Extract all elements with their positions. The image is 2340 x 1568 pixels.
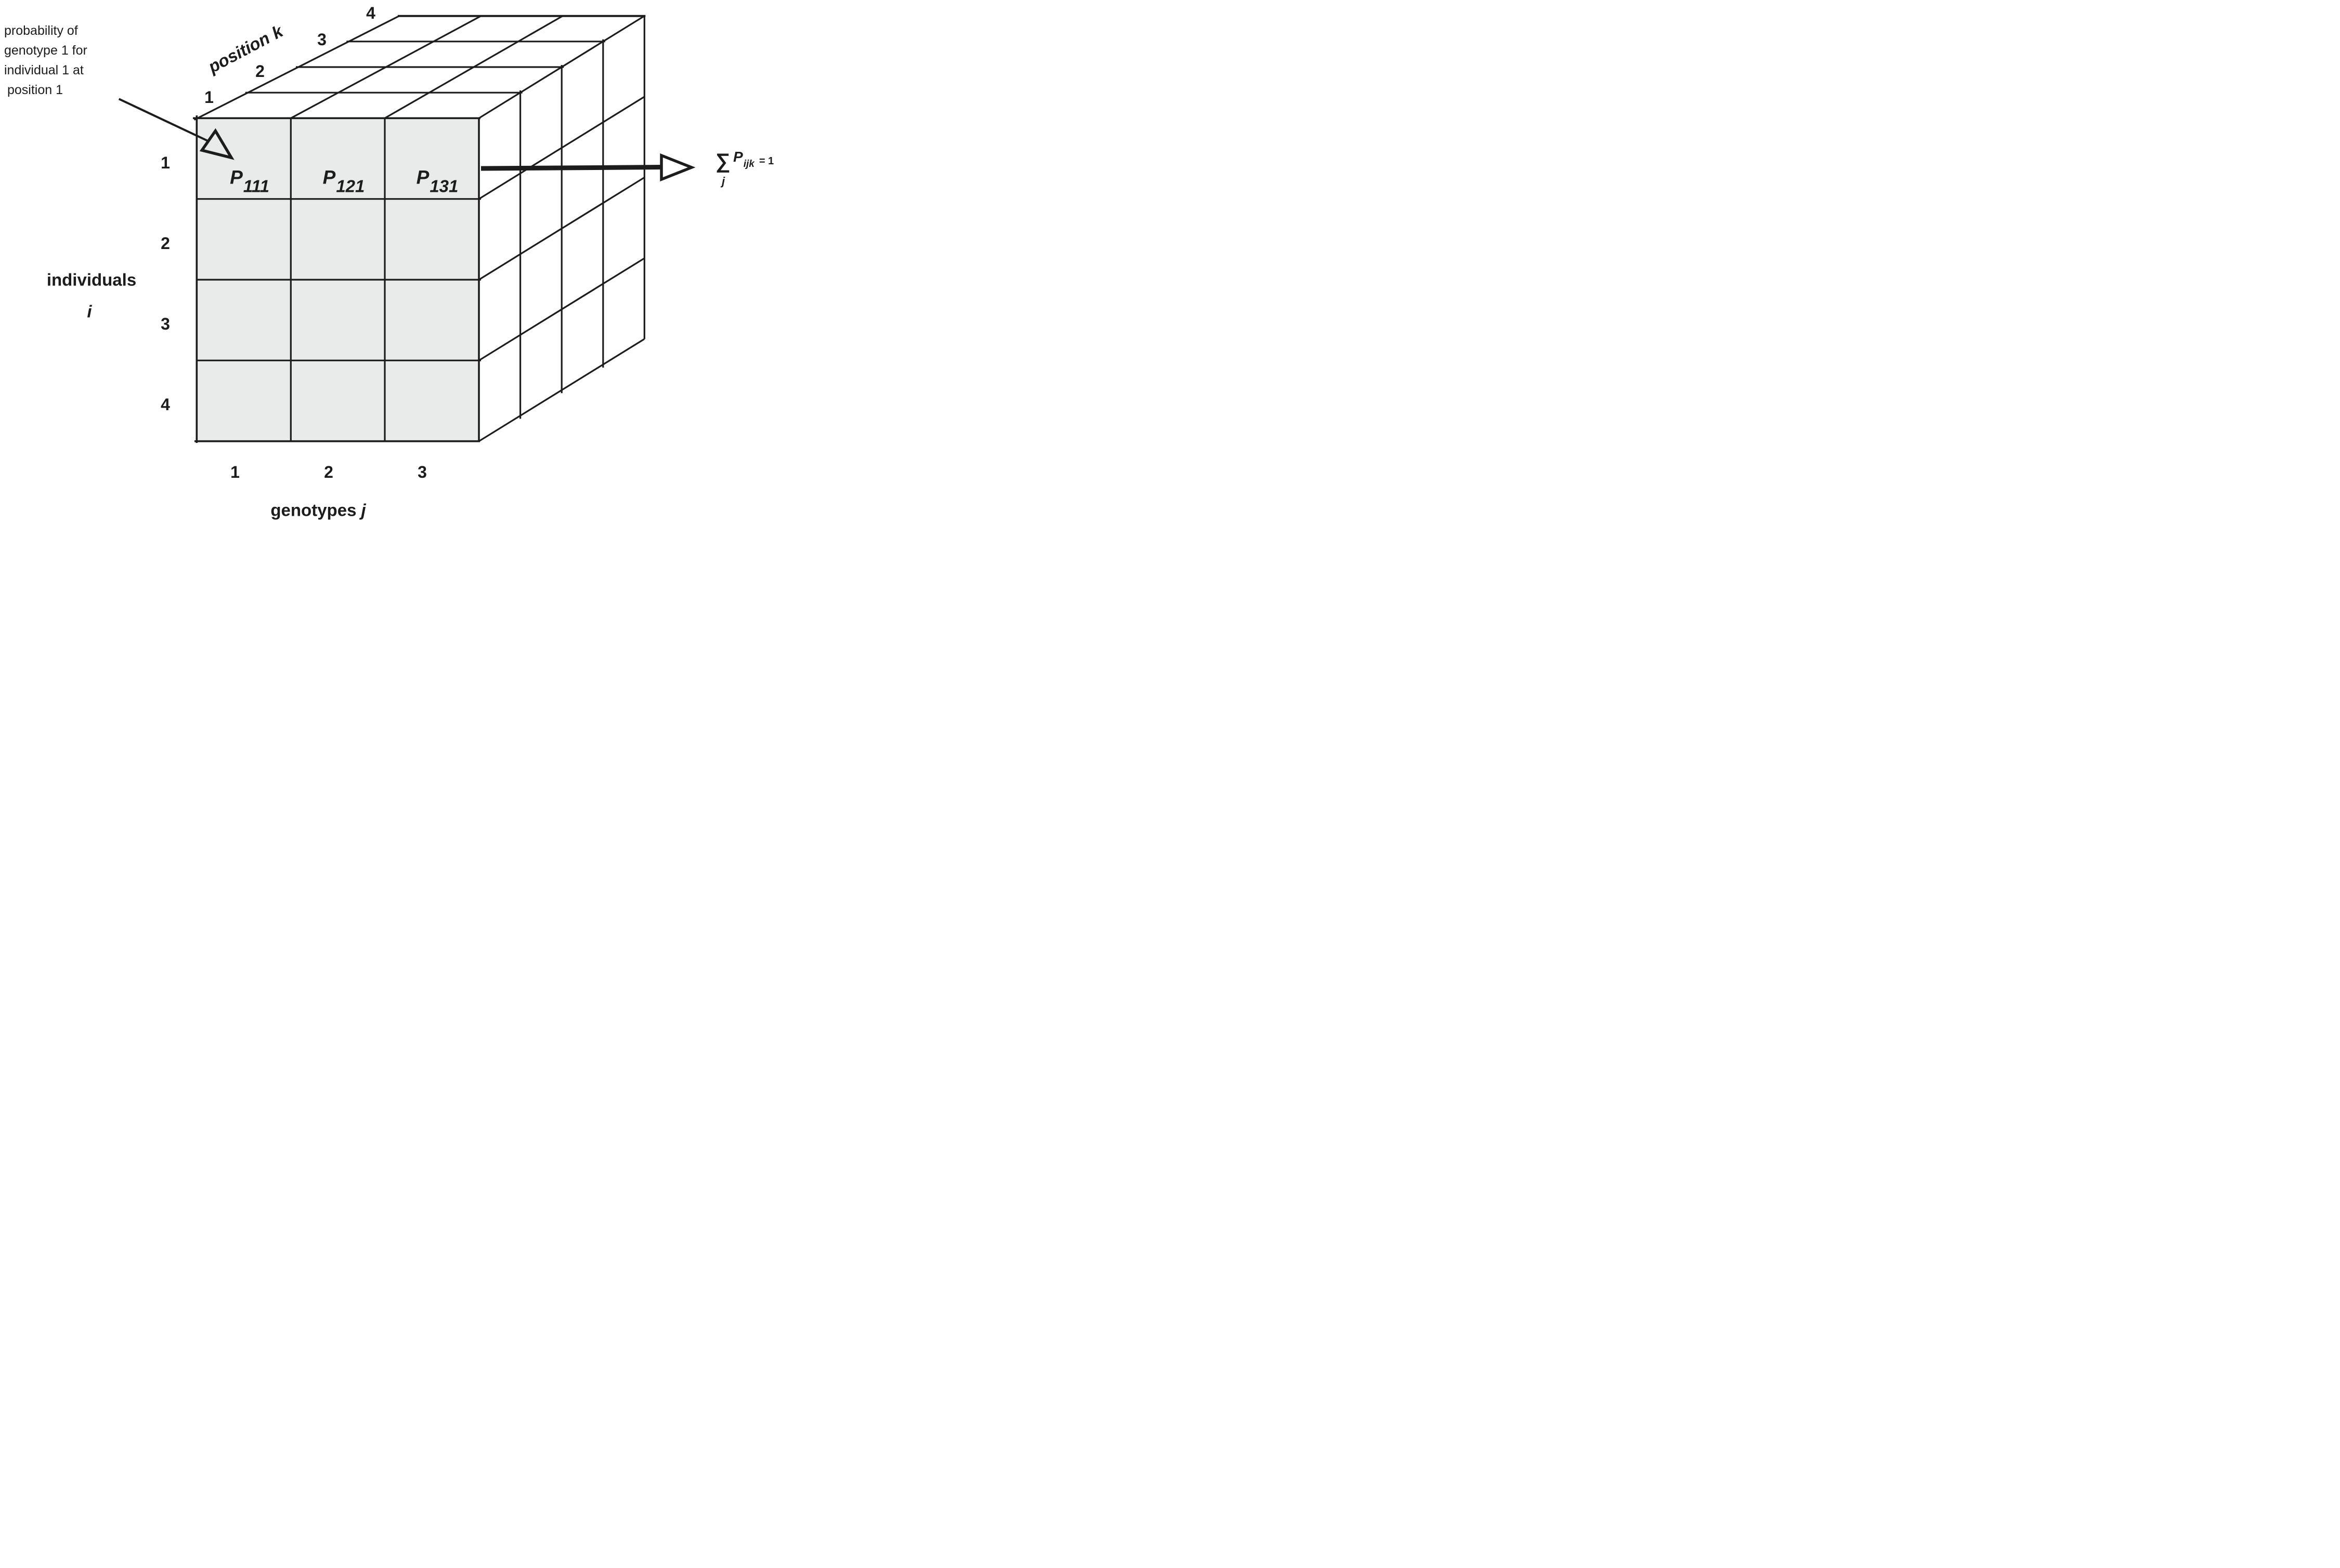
sigma-index: j: [722, 175, 725, 188]
annotation-arrowhead-icon: [199, 128, 235, 160]
cell-p131-base: P: [416, 166, 430, 188]
genotypes-tick-1: 1: [230, 463, 240, 481]
sum-arrowhead-icon: [660, 153, 696, 182]
axis-symbol-j: j: [361, 500, 366, 520]
formula-rhs: = 1: [759, 155, 774, 167]
cell-p131-subscript: 131: [430, 176, 459, 196]
cell-label-p111: P111: [230, 166, 269, 195]
cell-label-p121: P121: [322, 166, 365, 195]
axis-symbol-i: i: [87, 302, 92, 321]
right-face-grid: [478, 16, 645, 442]
individuals-tick-4: 4: [161, 395, 170, 414]
annotation-line-1: probability of: [4, 23, 78, 38]
position-tick-2: 2: [255, 62, 265, 81]
annotation-line-4: position 1: [7, 83, 63, 97]
cell-p121-base: P: [322, 166, 336, 188]
cell-p121-subscript: 121: [336, 176, 365, 196]
annotation-pointer-line: [118, 98, 212, 143]
annotation-line-2: genotype 1 for: [4, 43, 87, 58]
individuals-tick-1: 1: [161, 153, 170, 172]
formula-subscript: ijk: [743, 159, 755, 169]
annotation-text: probability of genotype 1 for individual…: [4, 21, 87, 100]
tensor-cube-drawing: [118, 15, 696, 443]
axis-word-individuals: individuals: [46, 270, 137, 290]
sum-formula: ∑ j Pijk = 1: [716, 150, 780, 187]
position-tick-1: 1: [204, 88, 214, 107]
sigma-symbol: ∑: [716, 150, 731, 173]
sum-arrow-line: [480, 165, 665, 171]
position-tick-4: 4: [366, 4, 375, 22]
axis-word-genotypes: genotypes: [270, 500, 357, 520]
cell-p111-base: P: [230, 166, 243, 188]
genotypes-tick-3: 3: [418, 463, 427, 481]
formula-expression: Pijk = 1: [733, 149, 774, 169]
cell-label-p131: P131: [416, 166, 459, 195]
front-face-grid: [193, 115, 481, 443]
individuals-tick-2: 2: [161, 234, 170, 253]
cell-p111-subscript: 111: [243, 176, 269, 196]
genotypes-tick-2: 2: [324, 463, 333, 481]
figure-canvas: probability of genotype 1 for individual…: [0, 0, 780, 523]
annotation-line-3: individual 1 at: [4, 63, 84, 77]
individuals-tick-3: 3: [161, 315, 170, 333]
formula-base: P: [733, 149, 743, 165]
position-tick-3: 3: [317, 30, 327, 49]
